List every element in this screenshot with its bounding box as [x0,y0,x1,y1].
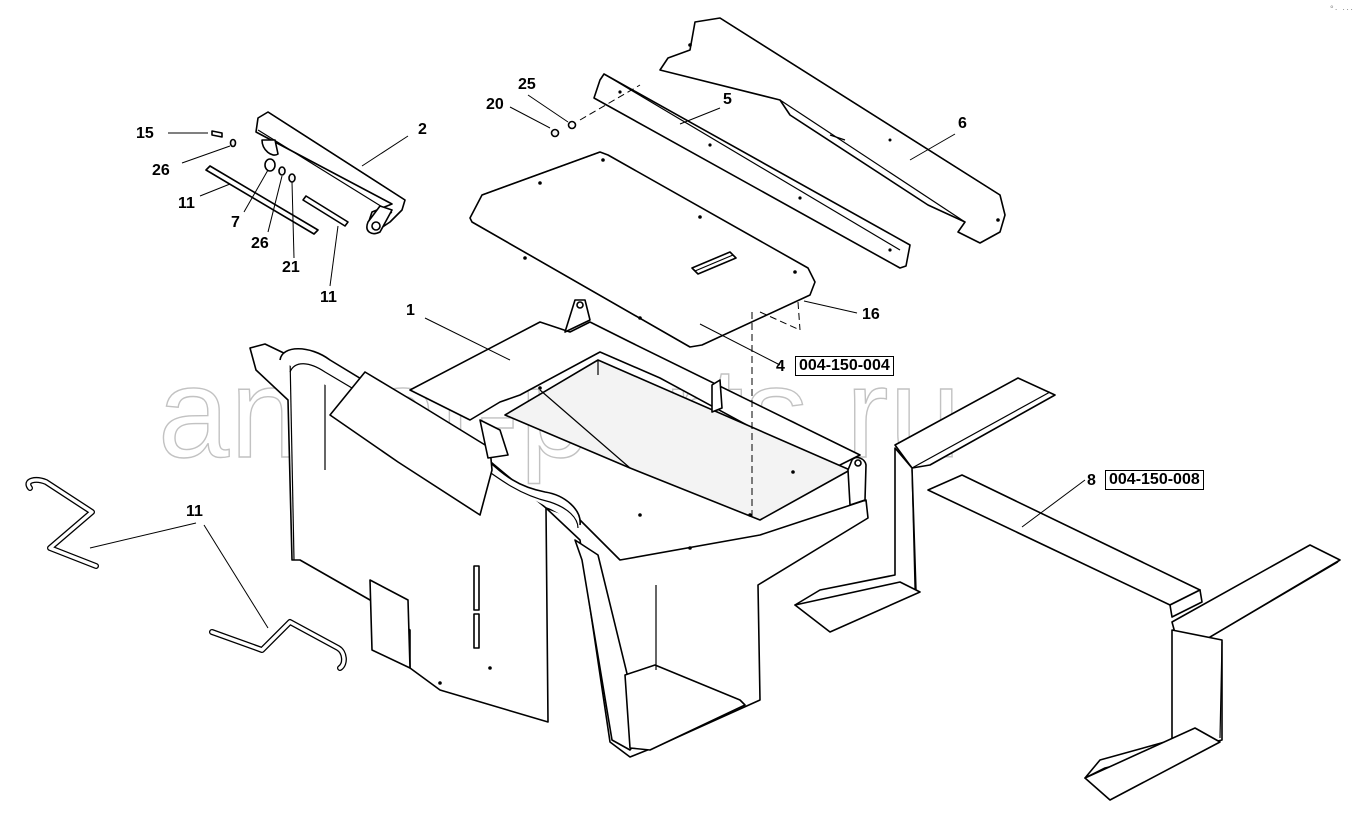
callout-11-crank: 11 [186,503,203,520]
callout-4: 4 [776,358,785,375]
part-8-brackets [794,377,1341,801]
callout-26-upper: 26 [152,162,170,179]
callout-1: 1 [406,302,415,319]
part-4-lid-panel [469,151,816,348]
hardware-20-25 [550,84,641,138]
callout-16: 16 [862,306,880,323]
part-5-strip [593,73,911,269]
ref-box-004-150-004[interactable]: 004-150-004 [795,356,894,376]
callout-7: 7 [231,214,240,231]
callout-2: 2 [418,121,427,138]
part-1-tool-box [249,299,869,758]
callout-21: 21 [282,259,300,276]
part-2-handle-bracket [205,111,406,235]
callout-6: 6 [958,115,967,132]
part-6-side-cover [659,17,1006,244]
callout-20: 20 [486,96,504,113]
callout-5: 5 [723,91,732,108]
corner-mark: °· ··· [1330,4,1355,14]
part-11-crank-rod [25,477,347,671]
callout-26-lower: 26 [251,235,269,252]
callout-11-rod: 11 [320,289,337,306]
callout-11-short-rod: 11 [178,195,195,212]
callout-25: 25 [518,76,536,93]
leader-lines [89,94,1086,629]
ref-box-004-150-008[interactable]: 004-150-008 [1105,470,1204,490]
callout-15: 15 [136,125,154,142]
callout-8: 8 [1087,472,1096,489]
